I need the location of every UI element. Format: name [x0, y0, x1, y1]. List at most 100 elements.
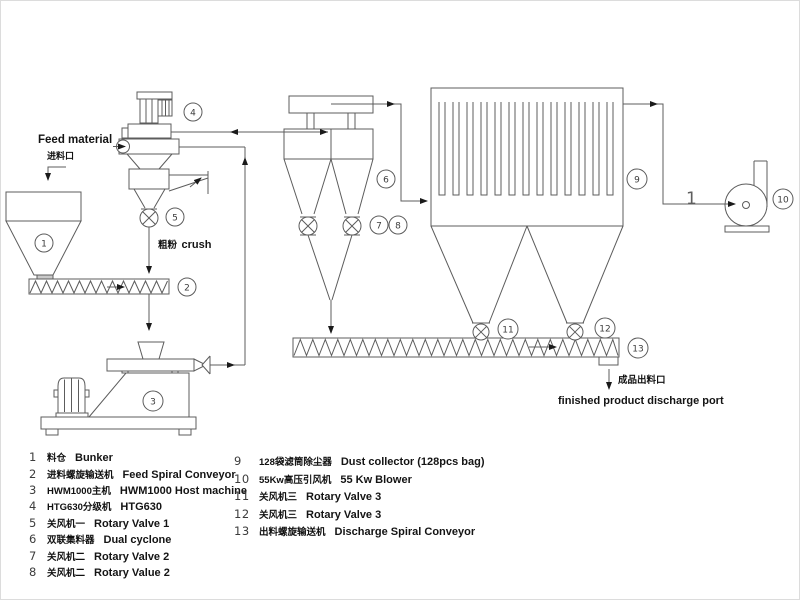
legend-name-en: 55 Kw Blower	[340, 473, 412, 486]
feed-material-label: Feed material	[38, 134, 113, 146]
legend-number: 10	[234, 471, 250, 486]
svg-text:5: 5	[172, 214, 178, 224]
svg-text:12: 12	[599, 325, 610, 335]
cyclone-to-dust-collector-line	[331, 103, 428, 204]
legend-item-3: 3 HWM1000主机 HWM1000 Host machine	[29, 483, 247, 497]
legend-name-en: Rotary Valve 2	[94, 550, 170, 563]
marker-11: 11	[497, 318, 519, 340]
legend-name-en: Bunker	[75, 452, 113, 464]
crush-label-zh: 粗粉	[158, 240, 178, 251]
feed-port-label-zh: 进料口	[47, 151, 75, 161]
legend-number: 12	[234, 506, 250, 521]
legend-name-en: Rotary Valve 3	[306, 508, 382, 521]
legend-item-11: 11 关风机三 Rotary Valve 3	[234, 489, 381, 503]
blower-base	[724, 225, 770, 233]
marker-7: 7	[369, 215, 389, 235]
legend-number: 11	[234, 489, 250, 503]
rotary-valve-symbol-8	[342, 216, 362, 236]
discharge-chute	[598, 356, 619, 366]
svg-text:3: 3	[150, 398, 156, 408]
legend-number: 9	[234, 454, 242, 468]
cyclone-discharge-merge-lines	[307, 234, 353, 301]
filter-bags	[438, 102, 614, 196]
svg-text:13: 13	[632, 345, 643, 355]
dust-collector-shape	[430, 87, 624, 324]
marker-9: 9	[626, 168, 648, 190]
marker-13: 13	[627, 337, 649, 359]
marker-12: 12	[594, 317, 616, 339]
crush-label: 粗粉 crush	[158, 235, 211, 253]
legend-item-1: 1 料仓 Bunker	[29, 450, 113, 464]
legend-number: 5	[29, 515, 37, 530]
legend-name-en: HTG630	[120, 501, 162, 513]
legend-number: 13	[234, 524, 250, 538]
legend-name-en: Dust collector (128pcs bag)	[340, 456, 485, 468]
rotary-valve-symbol-12	[566, 323, 584, 341]
host-machine-shape	[40, 341, 211, 436]
legend-name-zh: 关风机二	[47, 568, 86, 579]
marker-5: 5	[165, 207, 185, 227]
dust-collector-to-blower-line	[623, 103, 736, 207]
flow-lines	[45, 101, 736, 390]
legend-name-en: HWM1000 Host machine	[119, 485, 248, 497]
classifier-shape	[116, 91, 209, 210]
legend-item-9: 9 128袋滤筒除尘器 Dust collector (128pcs bag)	[234, 454, 485, 468]
legend-name-en: Rotary Valve 1	[94, 517, 170, 530]
legend-item-8: 8 关风机二 Rotary Value 2	[29, 565, 170, 579]
discharge-spiral-conveyor-shape	[292, 337, 620, 366]
legend-name-zh: 128袋滤筒除尘器	[259, 457, 332, 468]
legend-number: 2	[29, 466, 37, 481]
svg-text:10: 10	[777, 196, 789, 206]
legend-name-zh: 55Kw高压引风机	[259, 474, 332, 486]
crush-label-en: crush	[181, 239, 212, 251]
mill-feed-hopper	[137, 341, 165, 360]
blower-shape	[724, 160, 770, 233]
rotary-valves	[139, 208, 584, 341]
legend-item-4: 4 HTG630分级机 HTG630	[29, 499, 162, 513]
rotary-valve-symbol-11	[472, 323, 490, 341]
svg-text:8: 8	[395, 222, 401, 232]
classifier-side-duct	[168, 171, 209, 194]
legend-number: 1	[29, 450, 37, 464]
legend-name-en: Rotary Value 2	[94, 567, 170, 579]
rotary-valve-symbol-7	[298, 216, 318, 236]
legend-name-en: Rotary Valve 3	[306, 491, 382, 503]
rotary-valve-symbol-5	[139, 208, 159, 228]
mill-to-classifier-riser	[179, 146, 246, 366]
legend-name-zh: 双联集料器	[47, 535, 95, 546]
classifier-motor	[139, 98, 159, 124]
legend-number: 4	[29, 499, 37, 513]
duct-direction-arrow	[189, 177, 202, 188]
svg-text:6: 6	[383, 176, 389, 186]
legend-number: 8	[29, 565, 37, 579]
mill-discharge-nozzle	[193, 358, 208, 372]
discharge-port-label-en: finished product discharge port	[558, 395, 724, 407]
mill-base	[40, 416, 197, 430]
marker-2: 2	[177, 277, 197, 297]
dual-cyclone-shape	[283, 95, 374, 236]
legend-number: 7	[29, 548, 37, 563]
marker-10: 10	[772, 188, 794, 210]
marker-1: 1	[34, 233, 54, 253]
legend-number: 3	[29, 483, 37, 497]
legend-name-zh: 关风机三	[259, 492, 298, 503]
legend-name-zh: HWM1000主机	[47, 486, 111, 497]
classifier-motor-cap	[136, 91, 173, 100]
legend-item-7: 7 关风机二 Rotary Valve 2	[29, 549, 169, 563]
legend-number: 6	[29, 532, 37, 546]
legend-name-zh: 关风机二	[47, 551, 86, 563]
item-markers: 1 2 3 4 5 6 7 8 9 10 11 12 13	[34, 102, 794, 412]
svg-text:11: 11	[502, 326, 513, 336]
svg-text:9: 9	[634, 176, 640, 186]
legend-name-zh: 出料螺旋输送机	[259, 527, 326, 538]
legend-name-zh: HTG630分级机	[47, 502, 112, 513]
legend-name-zh: 料仓	[47, 453, 67, 464]
marker-6: 6	[376, 169, 396, 189]
svg-text:7: 7	[376, 222, 382, 232]
feed-spiral-conveyor-shape	[28, 278, 170, 295]
marker-4: 4	[183, 102, 203, 122]
